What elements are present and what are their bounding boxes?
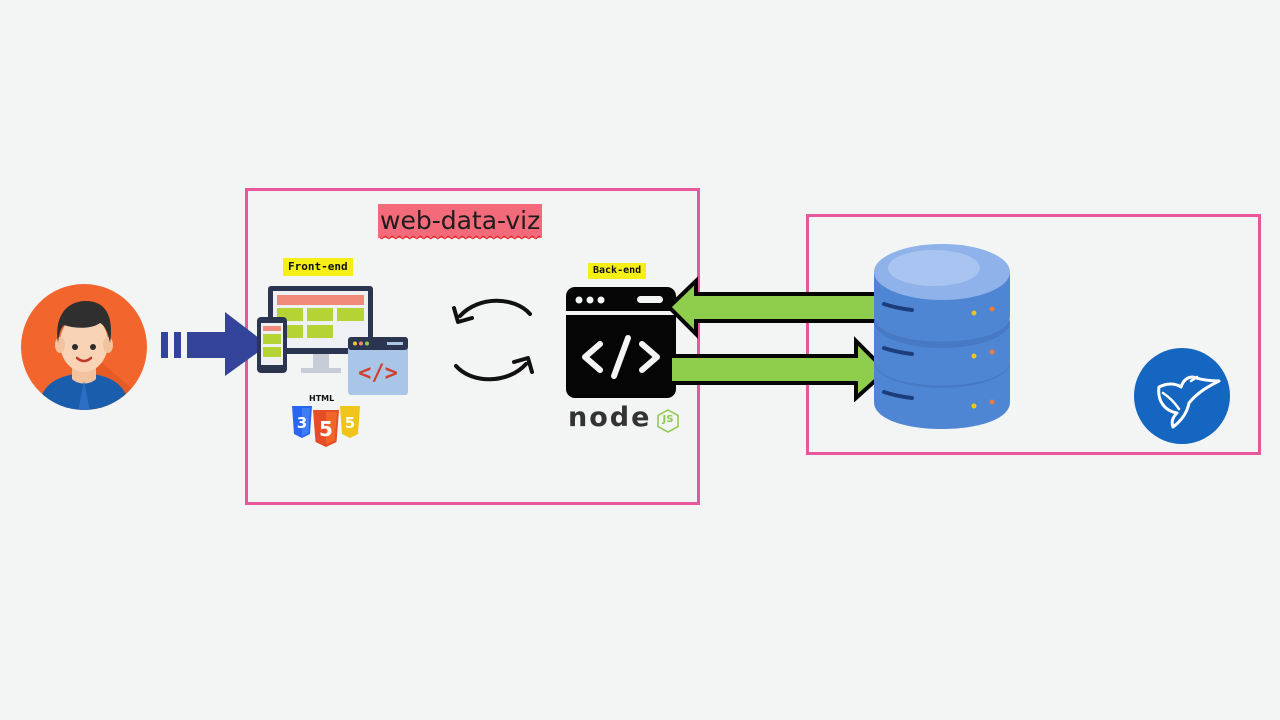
svg-text:</>: </> [358, 361, 398, 386]
user-avatar-icon [21, 284, 147, 410]
web-technology-logos-icon: 3 5 5 [292, 406, 360, 447]
svg-text:3: 3 [297, 414, 307, 432]
bird-logo-icon [1134, 348, 1230, 444]
responsive-devices-icon [257, 286, 373, 373]
svg-text:5: 5 [345, 414, 355, 432]
frontend-label: Front-end [283, 258, 353, 276]
backend-terminal-icon [566, 287, 676, 398]
sync-arrows-icon [452, 298, 534, 382]
html5-number: 5 [319, 417, 333, 441]
database-request-arrow [668, 336, 889, 402]
backend-label: Back-end [588, 263, 647, 279]
nodejs-badge-text: JS [662, 414, 674, 425]
user-request-arrow [161, 312, 268, 376]
html-logo-text: HTML [309, 394, 335, 403]
code-window-icon: </> [348, 337, 408, 395]
database-response-arrow [666, 276, 889, 402]
nodejs-badge-icon [657, 409, 679, 433]
database-frame [806, 214, 1261, 455]
database-icon [874, 244, 1010, 429]
nodejs-logo-icon: node [568, 402, 652, 433]
diagram-title: web-data-viz [378, 204, 543, 238]
